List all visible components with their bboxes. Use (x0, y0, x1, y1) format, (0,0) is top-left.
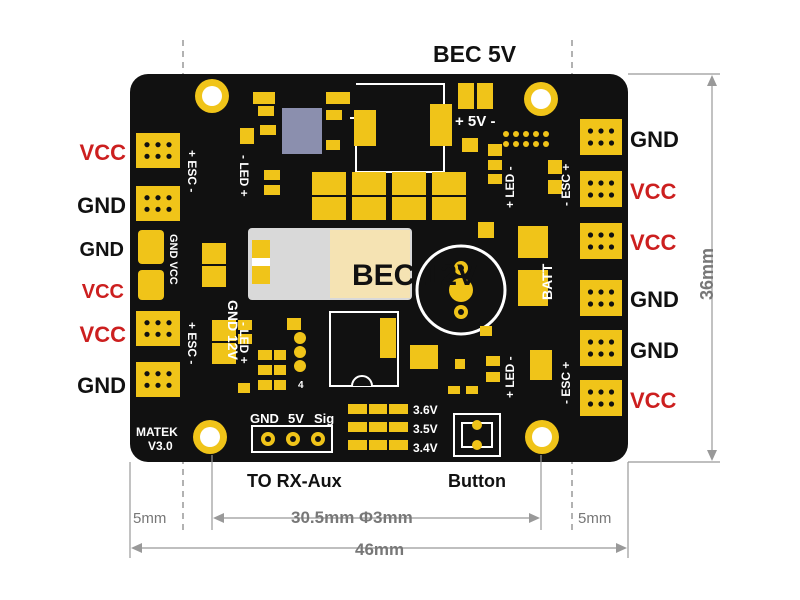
pad-group-right-4 (580, 280, 622, 316)
capacitor-row (312, 172, 466, 220)
mounting-hole-tl (195, 79, 229, 113)
pad-group-left-1 (136, 133, 180, 168)
led-right-bottom: + LED - (503, 356, 517, 398)
board-button (453, 413, 501, 457)
hole-spacing-label: 30.5mm Φ3mm (291, 508, 413, 527)
bec12v-label: BEC 12V (352, 259, 477, 292)
height-dimension (628, 73, 720, 463)
right-margin-label: 5mm (578, 510, 611, 527)
ic-chip (282, 108, 322, 154)
gnd-vcc-label: GND VCC (167, 234, 179, 285)
brand-label: MATEK (136, 425, 178, 439)
pad-group-left-gndvcc (138, 230, 164, 300)
pad-group-right-3 (580, 223, 622, 259)
height-label: 36mm (697, 248, 717, 300)
left-labels: VCC GND GND VCC VCC GND (77, 140, 126, 398)
button-label: Button (448, 471, 506, 491)
version-label: V3.0 (148, 439, 173, 453)
right-label-1: GND (630, 127, 679, 152)
mounting-hole-bl (193, 420, 227, 454)
mounting-hole-tr (524, 82, 558, 116)
center-ic (287, 311, 399, 387)
mounting-holes (193, 79, 559, 454)
batt-components (410, 226, 552, 394)
right-label-4: GND (630, 287, 679, 312)
voltage-3v6: 3.6V (413, 403, 438, 417)
bottom-labels: TO RX-Aux Button (247, 471, 506, 491)
right-labels: GND VCC VCC GND GND VCC (630, 127, 679, 413)
plus5v-label: + 5V - (455, 113, 495, 130)
pad-group-right-2 (580, 171, 622, 207)
width-labels: 5mm 5mm 30.5mm Φ3mm 46mm (133, 508, 611, 559)
lower-left-components (238, 350, 286, 393)
left-label-6: GND (77, 373, 126, 398)
right-esc-pads (580, 119, 622, 416)
rx-aux-label: TO RX-Aux (247, 471, 342, 491)
buzzer (415, 244, 507, 336)
silkscreen: BEC 12V + 5V - MATEK V3.0 GND 5V Sig 3.6… (136, 113, 573, 455)
bec12v-module (248, 228, 412, 300)
esc-left-top: + ESC - (185, 150, 199, 192)
left-label-1: VCC (80, 140, 127, 165)
left-label-2: GND (77, 193, 126, 218)
batt-label: BATT (539, 263, 555, 300)
gnd12v-label: GND 12V (225, 300, 241, 361)
left-label-4: VCC (82, 281, 124, 303)
rx-pin-gnd: GND (250, 411, 279, 426)
esc-right-bottom: - ESC + (559, 362, 573, 404)
led-left-top: - LED + (237, 155, 251, 197)
mounting-hole-br (525, 420, 559, 454)
voltage-3v4: 3.4V (413, 441, 438, 455)
right-label-3: VCC (630, 230, 677, 255)
pad-dots (144, 128, 615, 407)
pad-group-right-5 (580, 330, 622, 366)
width-label: 46mm (355, 540, 404, 559)
left-esc-pads (136, 133, 180, 397)
rx-pin-5v: 5V (288, 411, 304, 426)
left-label-5: VCC (80, 322, 127, 347)
pad-group-left-2 (136, 186, 180, 221)
led-right-top: + LED - (503, 166, 517, 208)
width-dimensions (129, 455, 629, 558)
voltage-select-pads (348, 402, 408, 452)
pad-group-left-4 (136, 362, 180, 397)
rx-pin-sig: Sig (314, 411, 334, 426)
left-mid-components (202, 243, 252, 364)
esc-right-top: - ESC + (559, 164, 573, 206)
pad-group-left-3 (136, 311, 180, 346)
voltage-3v5: 3.5V (413, 422, 438, 436)
right-label-5: GND (630, 338, 679, 363)
pad-group-right-6 (580, 380, 622, 416)
right-label-6: VCC (630, 388, 677, 413)
esc-left-bottom: + ESC - (185, 322, 199, 364)
bec5v-title: BEC 5V (433, 41, 517, 67)
right-label-2: VCC (630, 179, 677, 204)
rx-aux-header (251, 425, 333, 453)
led-left-bottom: - LED + (237, 322, 251, 364)
marker-4: 4 (298, 380, 304, 391)
left-margin-label: 5mm (133, 510, 166, 527)
pad-group-right-1 (580, 119, 622, 155)
left-label-3: GND (80, 239, 124, 261)
